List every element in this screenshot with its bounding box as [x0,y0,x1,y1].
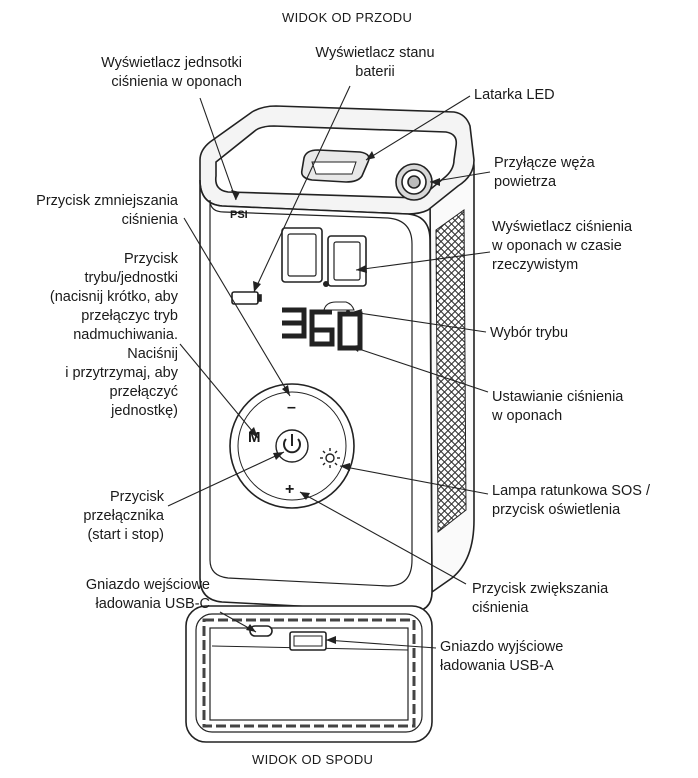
label-usb-c: Gniazdo wejściowe ładowania USB-C [85,577,210,612]
realtime-pressure-display [281,227,367,287]
label-mode-unit-button: Przycisk trybu/jednostki (nacisnij krótk… [49,251,178,419]
label-power-switch: Przycisk przełącznika (start i stop) [83,489,164,543]
pressure-set-display [282,307,363,351]
label-decrease-button: Przycisk zmniejszania ciśnienia [36,193,178,228]
leader-arrowheads [231,151,440,644]
mode-button-letter: M [248,429,261,446]
bottom-view-heading: WIDOK OD SPODU [252,752,374,767]
psi-unit-text: PSI [230,209,248,221]
minus-button-sign: – [287,399,296,416]
label-led-torch: Latarka LED [474,87,555,103]
label-realtime-display: Wyświetlacz ciśnienia w oponach w czasie… [492,219,633,273]
label-air-hose: Przyłącze węża powietrza [494,155,595,190]
plus-button-sign: + [285,481,295,498]
label-usb-a: Gniazdo wyjściowe ładowania USB-A [440,639,564,674]
label-mode-select: Wybór trybu [490,325,569,341]
device-front-view [199,105,475,613]
label-increase-button: Przycisk zwiększania ciśnienia [472,581,609,616]
label-battery-display: Wyświetlacz stanu baterii [315,45,435,80]
front-view-heading: WIDOK OD PRZODU [282,10,413,25]
label-unit-display: Wyświetlacz jednsotki ciśnienia w oponac… [101,55,242,90]
label-sos-lamp: Lampa ratunkowa SOS / przycisk oświetlen… [492,483,650,518]
device-bottom-view [185,605,433,743]
label-pressure-set: Ustawianie ciśnienia w oponach [492,389,624,424]
